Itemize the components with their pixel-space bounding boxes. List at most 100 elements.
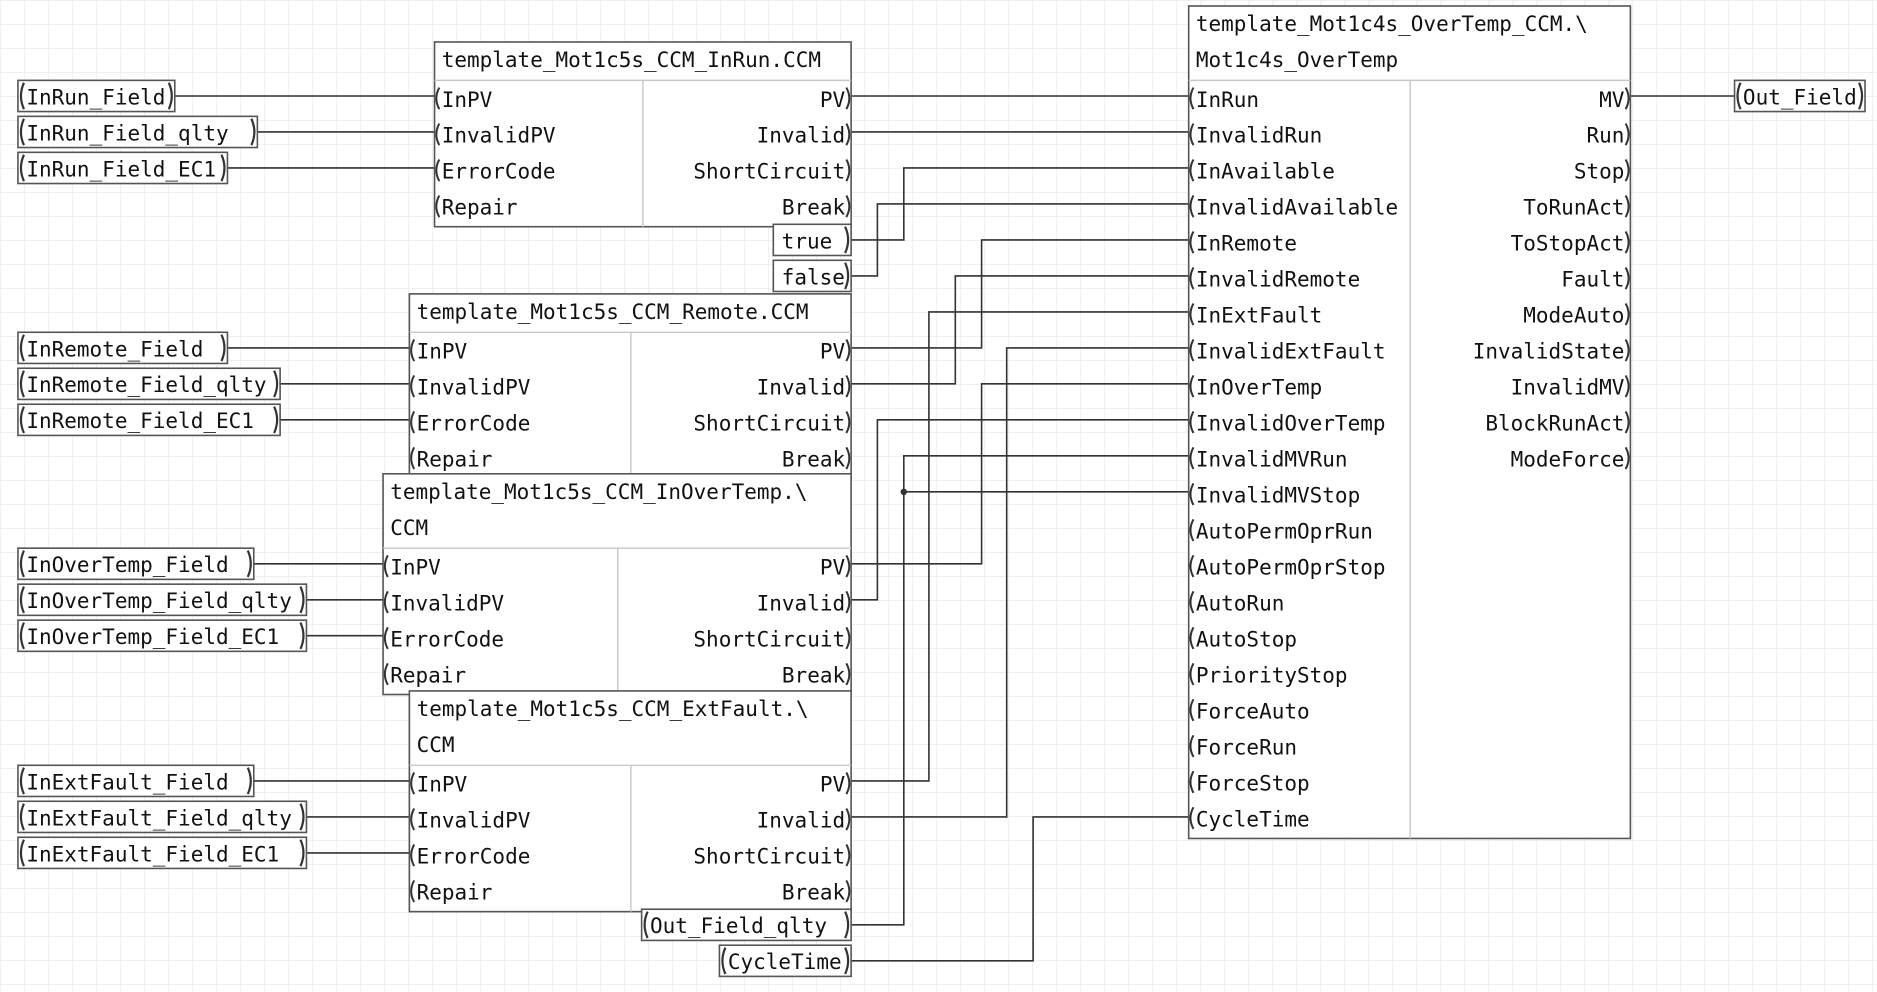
input-pin[interactable] (1189, 195, 1195, 218)
tag-label: InRemote_Field_EC1 (26, 409, 254, 433)
var-inremote-field[interactable]: InRemote_Field (17, 331, 229, 365)
input-pin[interactable] (1189, 806, 1195, 830)
input-pin[interactable] (1189, 734, 1195, 758)
var-inovertemp-field-ec1[interactable]: InOverTemp_Field_EC1 (17, 619, 308, 653)
block-main[interactable]: template_Mot1c4s_OverTemp_CCM.\Mot1c4s_O… (1187, 5, 1632, 840)
tag-label: InRun_Field (26, 85, 165, 109)
input-pin[interactable] (1189, 123, 1195, 146)
output-pin[interactable] (845, 626, 851, 650)
input-pin[interactable] (1189, 626, 1195, 650)
input-pin[interactable] (1189, 338, 1195, 362)
var-cycletime[interactable]: CycleTime (718, 944, 852, 978)
input-port-label: InPV (417, 340, 468, 364)
block-extfault[interactable]: template_Mot1c5s_CCM_ExtFault.\CCMInPVIn… (408, 690, 852, 913)
tag-end-cap (844, 947, 850, 975)
input-pin[interactable] (1189, 87, 1195, 110)
output-pin[interactable] (845, 374, 851, 398)
output-pin[interactable] (845, 879, 851, 903)
input-pin[interactable] (383, 590, 389, 614)
output-pin[interactable] (1624, 446, 1630, 470)
input-pin[interactable] (410, 338, 416, 362)
output-port-label: Run (1586, 124, 1624, 148)
output-pin[interactable] (845, 87, 851, 110)
var-inextfault-field-ec1[interactable]: InExtFault_Field_EC1 (17, 836, 308, 870)
output-port-label: Stop (1574, 160, 1625, 184)
input-pin[interactable] (1189, 302, 1195, 326)
var-inextfault-field-qlty[interactable]: InExtFault_Field_qlty (17, 800, 308, 834)
input-pin[interactable] (1189, 410, 1195, 434)
input-pin[interactable] (383, 626, 389, 650)
var-out-field-qlty[interactable]: Out_Field_qlty (640, 908, 852, 942)
input-pin[interactable] (410, 879, 416, 903)
tag-end-cap (19, 82, 25, 110)
output-pin[interactable] (845, 554, 851, 578)
input-pin[interactable] (1189, 590, 1195, 614)
var-inovertemp-field[interactable]: InOverTemp_Field (17, 547, 255, 581)
output-pin[interactable] (845, 159, 851, 182)
output-pin[interactable] (845, 843, 851, 867)
output-pin[interactable] (845, 772, 851, 795)
var-inovertemp-field-qlty[interactable]: InOverTemp_Field_qlty (17, 583, 308, 617)
output-pin[interactable] (1624, 87, 1630, 110)
input-pin[interactable] (435, 87, 441, 110)
input-pin[interactable] (1189, 267, 1195, 290)
var-inrun-field-qlty[interactable]: InRun_Field_qlty (17, 115, 259, 149)
output-pin[interactable] (1624, 302, 1630, 326)
input-pin[interactable] (435, 159, 441, 182)
var-out-field[interactable]: Out_Field (1733, 79, 1866, 113)
input-pin[interactable] (1189, 159, 1195, 182)
block-inrun[interactable]: template_Mot1c5s_CCM_InRun.CCMInPVInvali… (433, 41, 852, 228)
input-pin[interactable] (1189, 698, 1195, 722)
output-pin[interactable] (845, 590, 851, 614)
block-remote[interactable]: template_Mot1c5s_CCM_Remote.CCMInPVInval… (408, 293, 852, 480)
input-pin[interactable] (435, 123, 441, 146)
output-port-label: ShortCircuit (693, 628, 845, 652)
input-pin[interactable] (1189, 770, 1195, 794)
output-pin[interactable] (1624, 195, 1630, 218)
input-pin[interactable] (1189, 446, 1195, 470)
const-true[interactable]: true (772, 223, 852, 257)
input-pin[interactable] (410, 772, 416, 795)
input-pin[interactable] (410, 410, 416, 434)
input-pin[interactable] (410, 807, 416, 831)
var-inrun-field[interactable]: InRun_Field (17, 79, 176, 113)
const-false[interactable]: false (772, 259, 852, 293)
tag-end-cap (19, 118, 25, 146)
input-pin[interactable] (383, 554, 389, 578)
input-pin[interactable] (410, 843, 416, 867)
input-pin[interactable] (435, 195, 441, 218)
input-pin[interactable] (410, 446, 416, 470)
input-pin[interactable] (1189, 482, 1195, 506)
var-inremote-field-ec1[interactable]: InRemote_Field_EC1 (17, 403, 281, 437)
output-port-label: InvalidState (1473, 340, 1625, 364)
output-pin[interactable] (845, 123, 851, 146)
var-inremote-field-qlty[interactable]: InRemote_Field_qlty (17, 367, 281, 401)
var-inextfault-field[interactable]: InExtFault_Field (17, 764, 255, 798)
output-pin[interactable] (845, 662, 851, 686)
input-pin[interactable] (383, 662, 389, 686)
input-pin[interactable] (1189, 662, 1195, 686)
input-port-label: InvalidRun (1196, 124, 1322, 148)
input-pin[interactable] (1189, 374, 1195, 398)
tag-label: InExtFault_Field_qlty (26, 806, 292, 830)
var-inrun-field-ec1[interactable]: InRun_Field_EC1 (17, 151, 229, 185)
output-pin[interactable] (845, 446, 851, 470)
output-pin[interactable] (1624, 123, 1630, 146)
input-pin[interactable] (1189, 518, 1195, 542)
input-pin[interactable] (410, 374, 416, 398)
output-pin[interactable] (1624, 374, 1630, 398)
output-pin[interactable] (1624, 231, 1630, 254)
output-pin[interactable] (1624, 338, 1630, 362)
output-pin[interactable] (845, 410, 851, 434)
output-pin[interactable] (1624, 410, 1630, 434)
output-pin[interactable] (845, 807, 851, 831)
block-overtemp[interactable]: template_Mot1c5s_CCM_InOverTemp.\CCMInPV… (382, 473, 852, 696)
input-pin[interactable] (1189, 231, 1195, 254)
output-pin[interactable] (1624, 267, 1630, 290)
output-pin[interactable] (845, 338, 851, 362)
tag-frame (17, 800, 308, 834)
output-pin[interactable] (1624, 159, 1630, 182)
input-port-label: InRemote (1196, 232, 1297, 256)
output-pin[interactable] (845, 195, 851, 218)
input-pin[interactable] (1189, 554, 1195, 578)
